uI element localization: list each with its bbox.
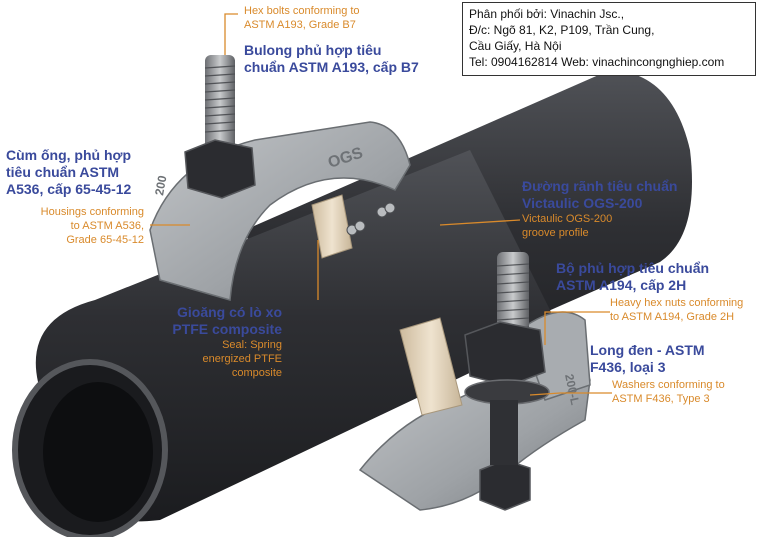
label-washers-vi: Long đen - ASTM F436, loại 3 [590, 342, 705, 375]
bottom-bolt-shank [490, 400, 518, 465]
label-groove-en: Victaulic OGS-200 groove profile [522, 213, 613, 239]
right-nut [464, 321, 546, 387]
housing-mark-bottom: 200-L [562, 373, 582, 407]
top-nut [184, 139, 256, 199]
label-nuts-vi: Bộ phủ hợp tiêu chuẩn ASTM A194, cấp 2H [556, 260, 710, 293]
top-bolt-threads [204, 65, 236, 133]
info-line-distributor: Phân phối bởi: Vinachin Jsc., [469, 7, 625, 21]
label-hex-bolts-en: Hex bolts conforming to ASTM A193, Grade… [244, 5, 360, 31]
label-hex-bolts-vi: Bulong phủ hợp tiêu chuẩn ASTM A193, cấp… [244, 42, 419, 75]
info-line-city: Cầu Giấy, Hà Nội [469, 39, 562, 53]
pipe-lower [35, 150, 560, 522]
label-housings-en: Housings conforming to ASTM A536, Grade … [40, 206, 144, 246]
distributor-info-box: Phân phối bởi: Vinachin Jsc., Đ/c: Ngõ 8… [462, 2, 756, 76]
info-line-address: Đ/c: Ngõ 81, K2, P109, Trần Cung, [469, 23, 655, 37]
pipe-bore [43, 382, 153, 522]
label-groove-vi: Đường rãnh tiêu chuẩn Victaulic OGS-200 [522, 178, 678, 211]
top-bolt-shank [205, 55, 235, 150]
seal-lower [399, 317, 463, 416]
label-seal-vi: Gioăng có lò xo PTFE composite [172, 304, 282, 337]
label-seal-en: Seal: Spring energized PTFE composite [202, 339, 282, 379]
leader-lines [150, 13, 612, 396]
label-washers-en: Washers conforming to ASTM F436, Type 3 [612, 379, 725, 405]
seal-springs [346, 202, 396, 236]
bottom-bolt-head [479, 459, 531, 511]
seal-upper [311, 194, 353, 259]
housing-mark-side: 200 [152, 174, 169, 196]
label-housings-vi: Cùm ống, phủ hợp tiêu chuẩn ASTM A536, c… [6, 147, 132, 197]
info-line-contact: Tel: 0904162814 Web: vinachincongnghiep.… [469, 55, 725, 69]
label-nuts-en: Heavy hex nuts conforming to ASTM A194, … [610, 297, 744, 323]
